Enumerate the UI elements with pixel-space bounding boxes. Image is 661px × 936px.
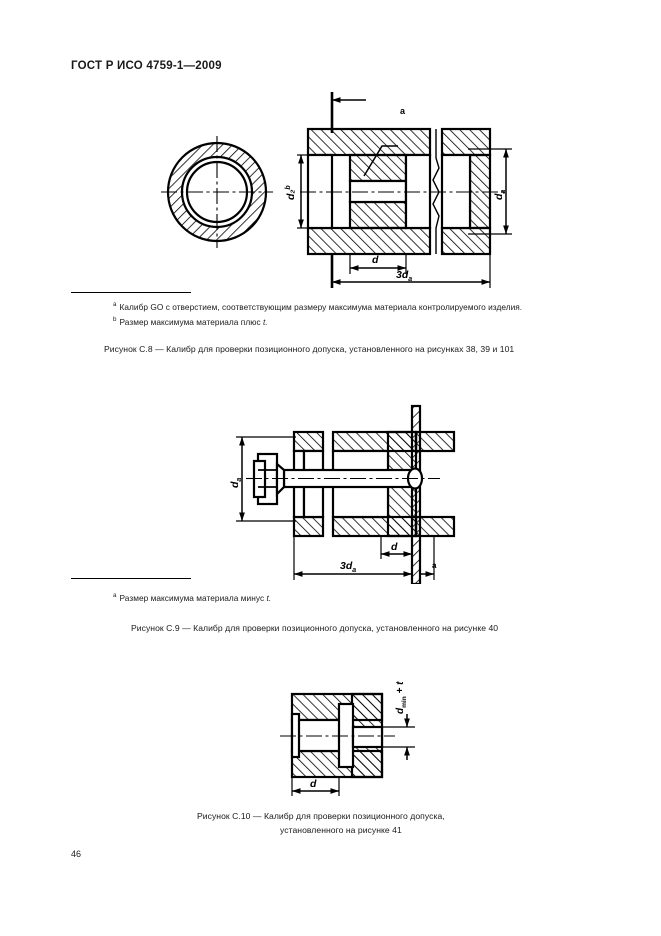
figure-c10-caption-line2: установленного на рисунке 41 bbox=[280, 825, 402, 835]
figure-c9-caption: Рисунок С.9 — Калибр для проверки позици… bbox=[131, 623, 499, 633]
c8-dim-d: d bbox=[349, 254, 407, 274]
figure-c8-caption: Рисунок С.8 — Калибр для проверки позици… bbox=[104, 344, 515, 354]
footnote-mark-a: a bbox=[113, 592, 117, 599]
c8-section-view bbox=[300, 127, 505, 256]
figure-c8-footnote-rule bbox=[71, 292, 191, 293]
c9-dim-d: d bbox=[380, 536, 412, 559]
c8-label-leader-a: a bbox=[400, 106, 406, 116]
c9-label-leader-a: a bbox=[432, 561, 437, 570]
figure-c10-caption-line1: Рисунок С.10 — Калибр для проверки позиц… bbox=[197, 811, 445, 821]
footnote-text-a: Размер максимума материала минус bbox=[119, 592, 267, 603]
c10-dim-dmin: dmin + t bbox=[378, 681, 415, 760]
c9-section-view bbox=[246, 404, 456, 584]
c8-label-da: da bbox=[493, 190, 507, 200]
c10-label-dmin: dmin + t bbox=[395, 681, 408, 714]
c8-end-view bbox=[161, 136, 273, 248]
c8-dim-3da: 3da bbox=[330, 254, 491, 288]
figure-c9-svg: da d 3da a bbox=[229, 404, 456, 584]
figure-c9-drawing: da d 3da a bbox=[228, 404, 488, 584]
footnote-text-a: Калибр GO с отверстием, соответствующим … bbox=[119, 301, 523, 312]
c9-dim-3da: 3da bbox=[293, 536, 412, 580]
footnote-text-b-italic: t. bbox=[263, 316, 268, 327]
footnote-mark-b: b bbox=[113, 316, 117, 323]
footnote-text-b: Размер максимума материала плюс bbox=[119, 316, 264, 327]
c10-section-view bbox=[280, 692, 395, 779]
figure-c9-footnote-rule bbox=[71, 578, 191, 579]
footnote-mark-a: a bbox=[113, 301, 117, 308]
c8-leader-a: a bbox=[363, 106, 406, 177]
c8-top-extension bbox=[330, 92, 366, 133]
c10-label-d: d bbox=[310, 778, 317, 790]
c9-label-3da: 3da bbox=[340, 560, 356, 574]
c9-label-da: da bbox=[229, 478, 243, 488]
page-number: 46 bbox=[71, 849, 82, 859]
figure-c8-drawing: a d₂b da bbox=[160, 88, 520, 293]
c9-label-d: d bbox=[391, 541, 398, 553]
c8-dim-d2: d₂b bbox=[285, 154, 310, 229]
figure-c8-svg: a d₂b da bbox=[161, 92, 512, 288]
c9-dim-da: da bbox=[229, 436, 296, 522]
c9-dim-a: a bbox=[419, 536, 437, 580]
c8-label-d2: d₂b bbox=[285, 185, 297, 200]
footnote-text-a-italic: t. bbox=[266, 592, 272, 603]
c8-dim-da: da bbox=[468, 148, 512, 235]
document-header: ГОСТ Р ИСО 4759-1—2009 bbox=[71, 60, 222, 72]
figure-c10-svg: dmin + t d bbox=[280, 681, 415, 796]
c10-dim-d: d bbox=[291, 777, 340, 796]
c8-label-d: d bbox=[372, 254, 379, 266]
figure-c10-drawing: dmin + t d bbox=[270, 672, 435, 800]
c8-label-3da: 3da bbox=[396, 269, 412, 283]
